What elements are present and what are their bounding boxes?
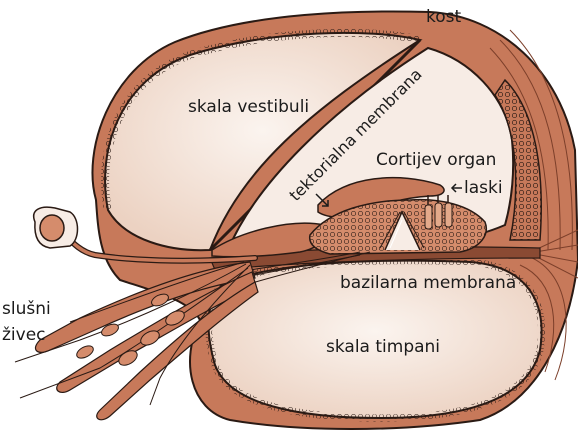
label-scala-vestibuli: skala vestibuli [188,97,309,117]
label-hairs: laski [464,178,503,198]
label-basilar-membrane: bazilarna membrana [340,273,516,293]
label-bone: kost [426,7,461,27]
label-auditory-nerve-1: slušni [2,299,51,319]
label-scala-tympani: skala timpani [326,337,440,357]
label-organ-of-corti: Cortijev organ [376,150,496,170]
label-auditory-nerve-2: živec [2,325,46,345]
